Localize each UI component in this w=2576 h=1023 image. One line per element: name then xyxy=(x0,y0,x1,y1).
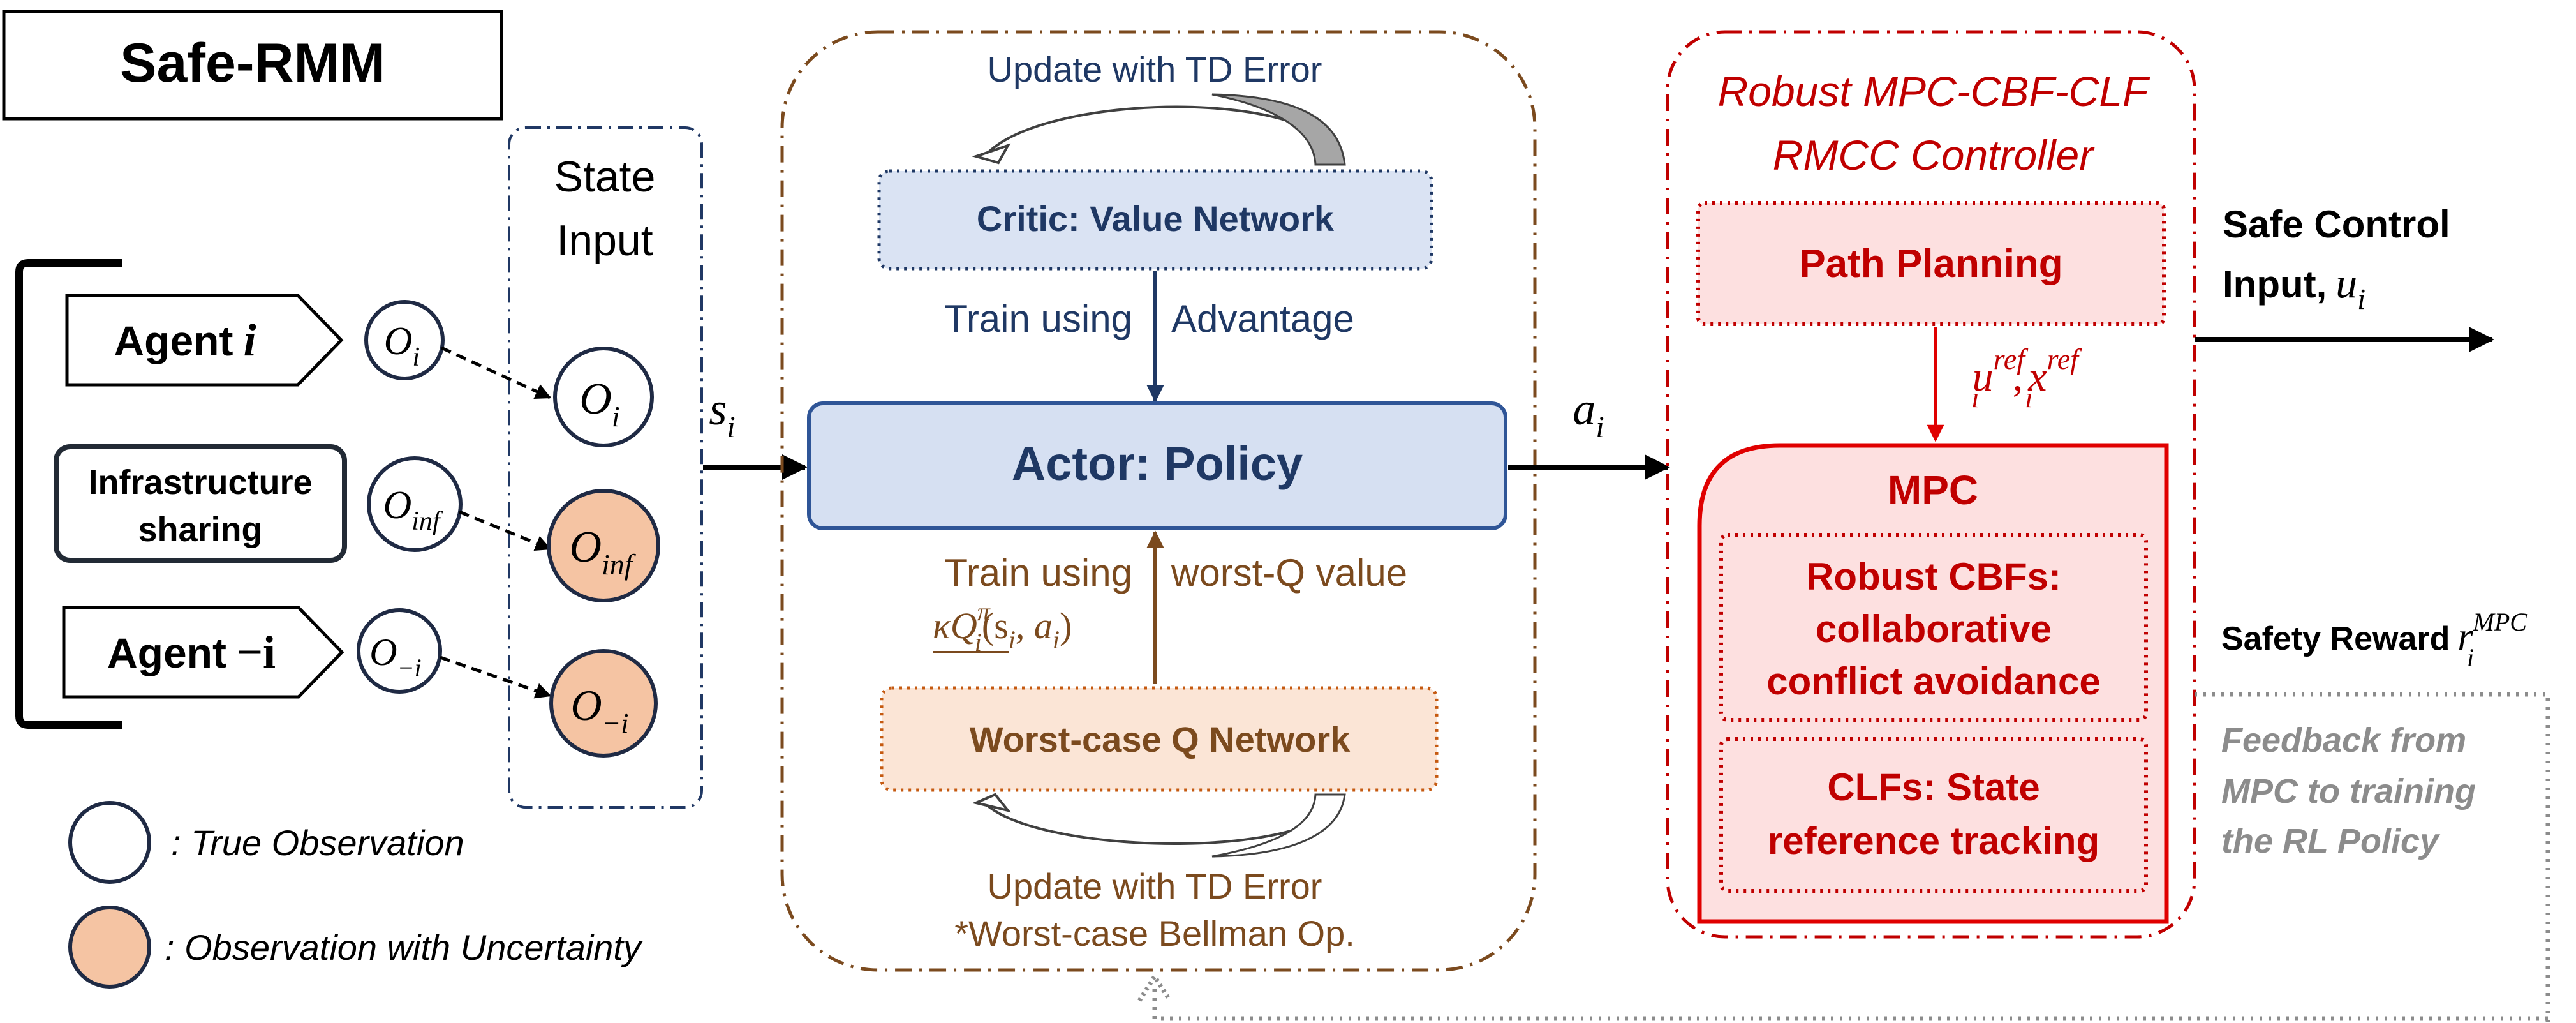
clf-line2: reference tracking xyxy=(1768,819,2099,862)
obs-o-inf-left: Oinf xyxy=(367,456,463,552)
feedback-line1: Feedback from xyxy=(2221,721,2466,759)
state-input-box: State Input xyxy=(508,126,703,809)
feedback-path xyxy=(1152,692,2550,1023)
state-o-i: Oi xyxy=(553,347,654,447)
cbf-line2: collaborative xyxy=(1816,608,2052,650)
agents-bracket xyxy=(15,259,122,729)
svg-text:Agent−i: Agent−i xyxy=(107,627,276,678)
clf-box xyxy=(1719,737,2148,893)
arrow-o-i xyxy=(440,346,552,399)
svg-text:Oinf: Oinf xyxy=(383,484,443,536)
svg-text:Oi: Oi xyxy=(384,320,420,372)
train-advantage-left: Train using xyxy=(944,297,1132,340)
infrastructure-line1: Infrastructure xyxy=(88,463,312,502)
svg-text:Oinf: Oinf xyxy=(569,523,636,581)
legend: : True Observation : Observation with Un… xyxy=(68,801,643,989)
clf-line1: CLFs: State xyxy=(1827,766,2039,809)
rmcc-container xyxy=(1666,30,2196,939)
path-planning-label: Path Planning xyxy=(1799,242,2062,286)
bottom-update-loop-head xyxy=(1211,793,1346,858)
agent-minus-i-suffix: −i xyxy=(237,627,276,678)
path-planning-box: Path Planning xyxy=(1696,201,2166,326)
svg-text:Oi: Oi xyxy=(579,375,619,433)
infrastructure-box: Infrastructure sharing xyxy=(54,444,347,563)
legend-uncertain-label: : Observation with Uncertainty xyxy=(165,927,643,967)
svg-text:O−i: O−i xyxy=(570,681,628,739)
worst-q-label: Worst-case Q Network xyxy=(970,719,1351,759)
feedback-line3: the RL Policy xyxy=(2221,822,2441,860)
legend-true-label: : True Observation xyxy=(171,823,464,863)
train-worst-right: worst-Q value xyxy=(1171,551,1407,594)
train-advantage-right: Advantage xyxy=(1171,297,1354,340)
train-worst-left: Train using xyxy=(944,551,1132,594)
bottom-update-arrowhead xyxy=(972,793,1012,813)
bellman-label: *Worst-case Bellman Op. xyxy=(954,913,1355,953)
agent-i-label: Agent xyxy=(114,317,233,364)
top-update-loop-head xyxy=(1211,93,1346,166)
agent-minus-i-box: Agent−i xyxy=(62,606,344,699)
title-box: Safe-RMM xyxy=(2,10,503,121)
agent-minus-i-label: Agent xyxy=(107,629,226,676)
obs-o-i-left: Oi xyxy=(364,300,445,380)
legend-uncertain-swatch xyxy=(68,906,151,989)
top-update-label: Update with TD Error xyxy=(988,49,1322,89)
actor-box: Actor: Policy xyxy=(807,401,1507,530)
agent-i-suffix: i xyxy=(243,315,256,366)
cbf-line3: conflict avoidance xyxy=(1766,660,2100,703)
mpc-label: MPC xyxy=(1888,467,1978,513)
critic-label: Critic: Value Network xyxy=(977,198,1335,239)
safe-control-line2: Input,ui xyxy=(2223,258,2365,315)
top-update-arrowhead xyxy=(972,143,1011,165)
action-symbol: ai xyxy=(1573,384,1604,444)
state-symbol: si xyxy=(709,384,735,444)
svg-text:O−i: O−i xyxy=(369,631,421,682)
obs-o-minus-i-left: O−i xyxy=(357,608,442,694)
arrow-o-minus-i xyxy=(440,655,552,699)
cbf-line1: Robust CBFs: xyxy=(1806,555,2061,598)
rl-container xyxy=(780,30,1537,972)
state-o-inf: Oinf xyxy=(547,489,660,602)
actor-label: Actor: Policy xyxy=(1012,437,1303,490)
feedback-line2: MPC to training xyxy=(2221,772,2476,810)
title-text: Safe-RMM xyxy=(120,33,385,94)
cbf-box xyxy=(1719,533,2148,722)
bottom-update-label: Update with TD Error xyxy=(988,866,1322,906)
state-o-minus-i: O−i xyxy=(549,649,658,758)
rmcc-title-2: RMCC Controller xyxy=(1773,131,2095,179)
state-input-label-2: Input xyxy=(556,216,653,265)
worst-q-box: Worst-case Q Network xyxy=(880,686,1439,792)
state-input-label-1: State xyxy=(554,153,656,201)
critic-box: Critic: Value Network xyxy=(877,169,1433,271)
mpc-box: MPC Robust CBFs: collaborative conflict … xyxy=(1697,443,2169,924)
infrastructure-line2: sharing xyxy=(138,511,262,549)
rmcc-title-1: Robust MPC-CBF-CLF xyxy=(1718,68,2150,115)
arrow-o-inf xyxy=(459,510,552,551)
legend-true-swatch xyxy=(68,801,151,884)
safe-control-line1: Safe Control xyxy=(2223,203,2450,246)
feedback-arrowhead xyxy=(1137,972,1172,1002)
